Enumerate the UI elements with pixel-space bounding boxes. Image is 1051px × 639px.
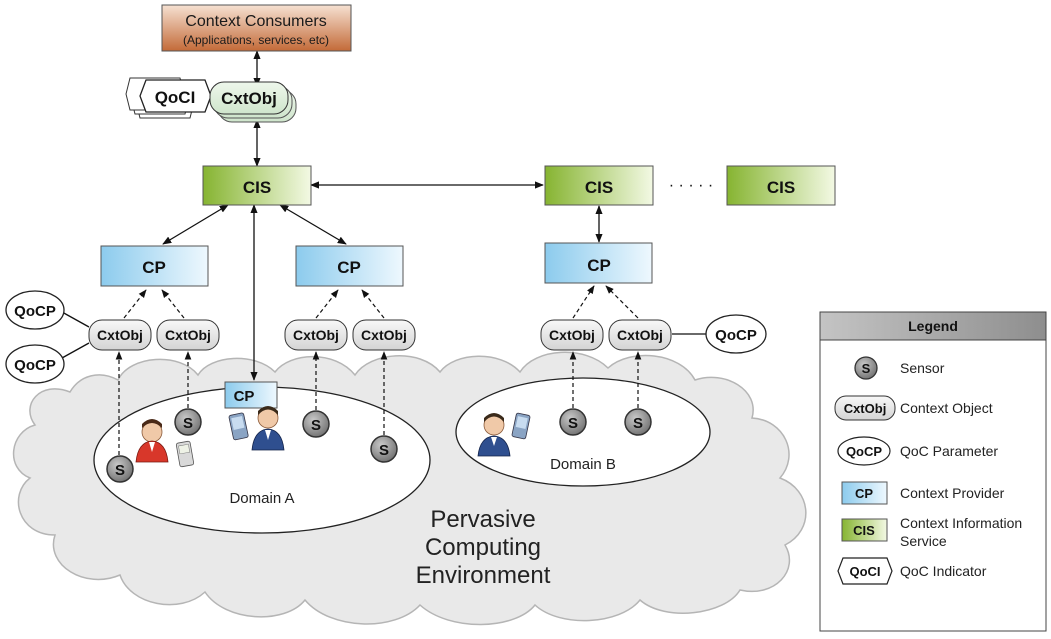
sensor-3: S <box>302 410 330 438</box>
legend-cp-symbol: CP <box>855 486 873 501</box>
person-red-icon <box>135 419 169 463</box>
cxtobj-top-stack: CxtObj <box>209 81 297 123</box>
legend-item-qoc-parameter: QoCP QoC Parameter <box>837 436 998 466</box>
dash-cxt1-cp1 <box>123 289 147 319</box>
context-consumers-title: Context Consumers <box>185 13 326 30</box>
cis-ellipsis: · · · · · <box>669 177 713 194</box>
link-cis-cp-left <box>162 204 229 245</box>
cxtobj-5: CxtObj <box>540 319 604 351</box>
connections <box>61 50 708 381</box>
cp-box-left: CP <box>100 245 209 287</box>
legend-sensor-symbol: S <box>862 361 871 376</box>
sensor-1-label: S <box>115 462 125 479</box>
sensor-6: S <box>624 408 652 436</box>
legend-item-context-provider: CP Context Provider <box>841 481 1005 505</box>
person-blue-icon <box>251 406 285 451</box>
cxtobj-1-label: CxtObj <box>97 327 143 343</box>
link-cxtobj-qocp-a2 <box>61 342 90 359</box>
dash-cxt5-cp3 <box>572 285 595 319</box>
context-consumers-box: Context Consumers (Applications, service… <box>161 4 352 52</box>
legend-title: Legend <box>908 318 958 334</box>
cxtobj-top-label: CxtObj <box>221 89 277 108</box>
cis-box-3: CIS <box>726 165 836 206</box>
pda-b-icon <box>511 412 531 440</box>
dash-cxt4-cp2 <box>361 289 385 319</box>
person-blue-b-icon <box>477 413 511 457</box>
sensor-1: S <box>106 455 134 483</box>
environment-label: Pervasive Computing Environment <box>416 506 551 589</box>
cis-box-main: CIS <box>202 165 312 206</box>
sensor-5-label: S <box>568 415 578 432</box>
sensor-4: S <box>370 435 398 463</box>
legend-sensor-label: Sensor <box>900 360 945 376</box>
cxtobj-2-label: CxtObj <box>165 327 211 343</box>
cis-main-label: CIS <box>243 178 271 197</box>
legend-qoci-label: QoC Indicator <box>900 563 987 579</box>
sensor-3-label: S <box>311 417 321 434</box>
legend-item-context-object: CxtObj Context Object <box>834 395 993 421</box>
domain-a-label: Domain A <box>229 490 294 507</box>
legend-item-sensor: S Sensor <box>854 356 945 380</box>
cp-box-right: CP <box>544 242 653 284</box>
environment-line-3: Environment <box>416 562 551 589</box>
dash-cxt2-cp1 <box>161 289 185 319</box>
legend-qoci-symbol: QoCI <box>849 564 880 579</box>
pda-icon <box>228 412 249 441</box>
environment-line-1: Pervasive <box>430 506 535 533</box>
legend-item-cis: CIS Context Information Service <box>841 515 1022 549</box>
cxtobj-4: CxtObj <box>352 319 416 351</box>
qocp-a2-label: QoCP <box>14 357 56 374</box>
cxtobj-3-label: CxtObj <box>293 327 339 343</box>
qocp-a1-label: QoCP <box>14 303 56 320</box>
cp-box-domain-a: CP <box>224 381 278 409</box>
legend-cis-label: Context Information <box>900 515 1022 531</box>
qocp-a2: QoCP <box>5 344 65 384</box>
cxtobj-5-label: CxtObj <box>549 327 595 343</box>
cxtobj-3: CxtObj <box>284 319 348 351</box>
handheld-device-icon <box>175 440 195 468</box>
cp-left-label: CP <box>142 258 166 277</box>
legend-item-qoc-indicator: QoCI QoC Indicator <box>837 557 987 585</box>
context-consumers-subtitle: (Applications, services, etc) <box>183 33 329 47</box>
cxtobj-4-label: CxtObj <box>361 327 407 343</box>
qocp-b: QoCP <box>705 314 767 354</box>
legend-cxtobj-symbol: CxtObj <box>844 401 887 416</box>
cxtobj-6: CxtObj <box>608 319 672 351</box>
dash-cxt3-cp2 <box>315 289 339 319</box>
qocp-a1: QoCP <box>5 290 65 330</box>
qoci-label: QoCI <box>155 88 196 107</box>
legend-qocp-symbol: QoCP <box>846 444 882 459</box>
legend-cxtobj-label: Context Object <box>900 400 993 416</box>
sensor-6-label: S <box>633 415 643 432</box>
dash-cxt6-cp3 <box>605 285 639 319</box>
dashed-links <box>115 285 642 455</box>
sensor-4-label: S <box>379 442 389 459</box>
cp-right-label: CP <box>587 256 611 275</box>
sensor-2: S <box>174 408 202 436</box>
legend-cp-label: Context Provider <box>900 485 1005 501</box>
legend-cis-symbol: CIS <box>853 523 875 538</box>
cxtobj-2: CxtObj <box>156 319 220 351</box>
cp-box-middle: CP <box>295 245 404 287</box>
legend-qocp-label: QoC Parameter <box>900 443 998 459</box>
cis-2-label: CIS <box>585 178 613 197</box>
qocp-b-label: QoCP <box>715 327 757 344</box>
legend: Legend S Sensor CxtObj Context Object Qo… <box>819 311 1047 632</box>
cp-middle-label: CP <box>337 258 361 277</box>
legend-cis-label-2: Service <box>900 533 947 549</box>
environment-line-2: Computing <box>425 534 541 561</box>
qoci-stack: QoCI <box>125 77 212 119</box>
cxtobj-1: CxtObj <box>88 319 152 351</box>
cxtobj-6-label: CxtObj <box>617 327 663 343</box>
sensor-2-label: S <box>183 415 193 432</box>
domain-b-ellipse <box>455 377 711 487</box>
cis-3-label: CIS <box>767 178 795 197</box>
sensor-5: S <box>559 408 587 436</box>
cis-box-2: CIS <box>544 165 654 206</box>
cp-domain-a-label: CP <box>234 388 255 405</box>
link-cxtobj-qocp-a1 <box>61 311 90 328</box>
link-cis-cp-right <box>279 204 347 245</box>
domain-b-label: Domain B <box>550 456 616 473</box>
